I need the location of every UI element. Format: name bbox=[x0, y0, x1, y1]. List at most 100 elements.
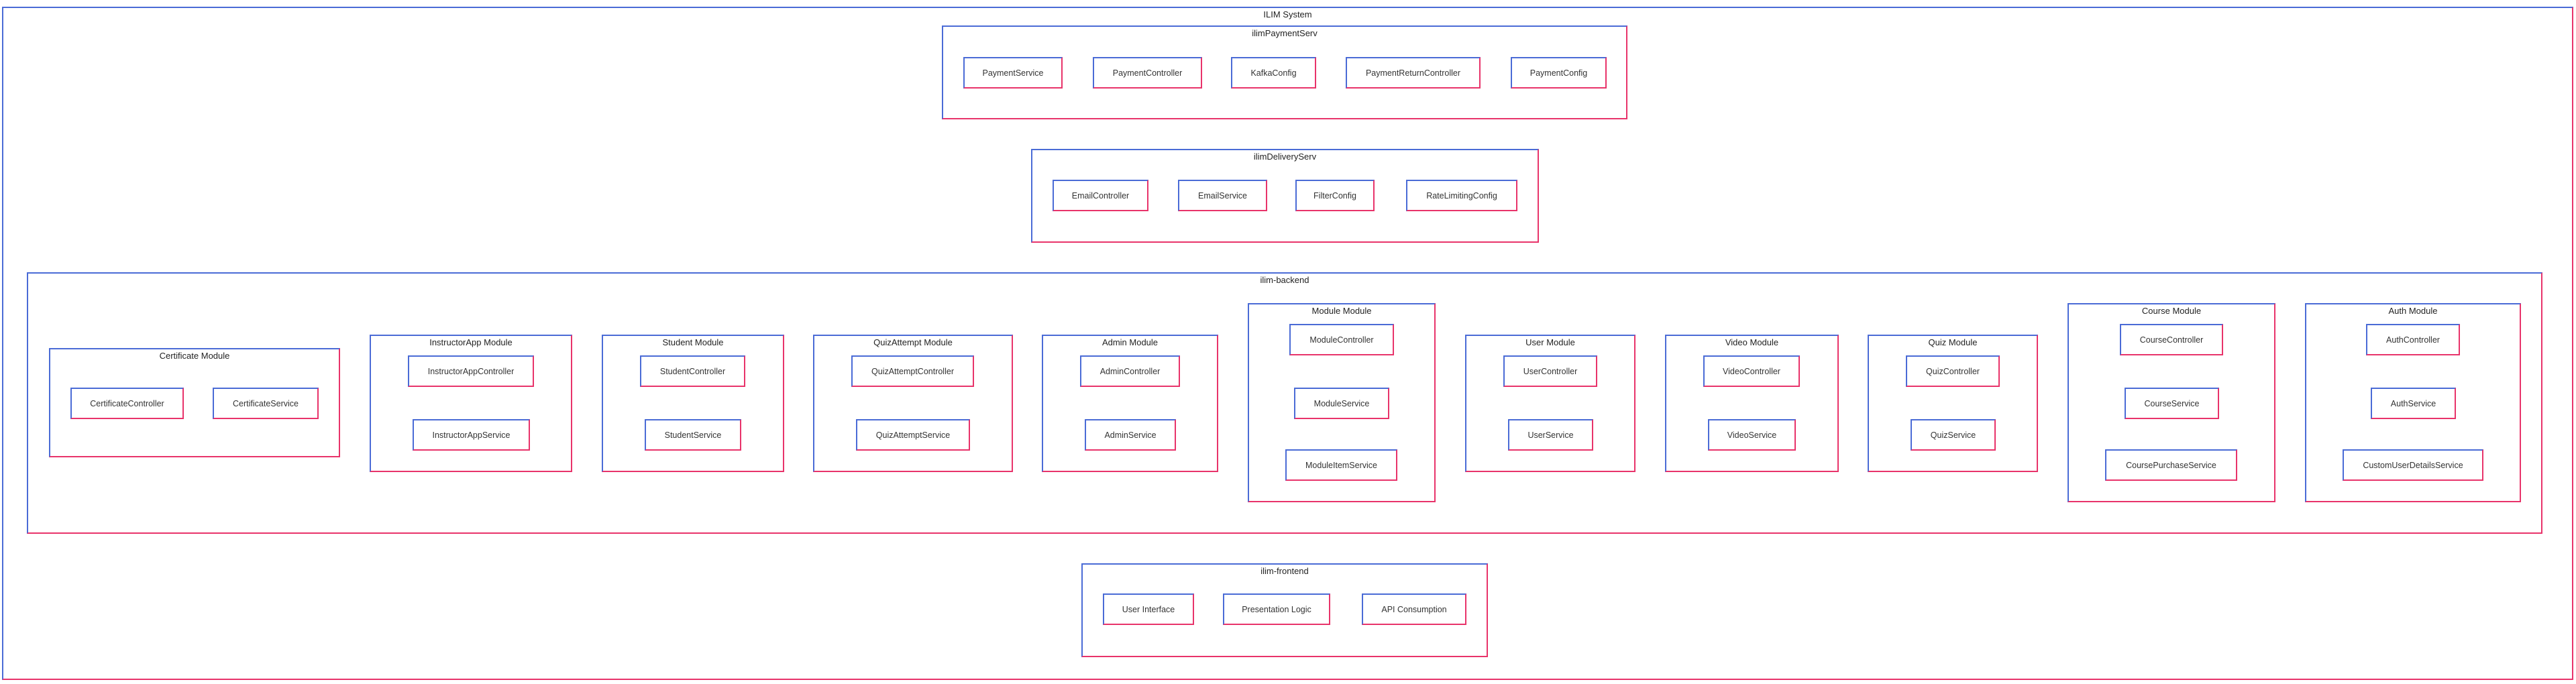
backend-component: StudentController bbox=[640, 355, 745, 387]
component-label: StudentController bbox=[659, 366, 726, 376]
backend-component: InstructorAppService bbox=[413, 419, 530, 451]
delivery-component: EmailController bbox=[1053, 180, 1148, 211]
backend-component: ModuleController bbox=[1289, 324, 1394, 355]
backend-component: UserService bbox=[1508, 419, 1593, 451]
ilim-system-title: ILIM System bbox=[1263, 9, 1312, 19]
course-module: Course Module bbox=[2068, 303, 2275, 502]
student-module: Student Module bbox=[602, 335, 784, 472]
backend-component: QuizService bbox=[1911, 419, 1996, 451]
admin-module: Admin Module bbox=[1042, 335, 1218, 472]
component-label: QuizService bbox=[1930, 430, 1976, 440]
backend-component: CourseController bbox=[2120, 324, 2223, 355]
user-module-title: User Module bbox=[1525, 337, 1575, 347]
payment-service-title: ilimPaymentServ bbox=[1252, 28, 1318, 38]
component-label: CourseService bbox=[2144, 398, 2200, 408]
payment-component: PaymentReturnController bbox=[1346, 57, 1481, 89]
certificate-module-title: Certificate Module bbox=[159, 351, 230, 361]
backend-component: AuthController bbox=[2366, 324, 2460, 355]
quizattempt-module-title: QuizAttempt Module bbox=[873, 337, 953, 347]
component-label: PaymentController bbox=[1112, 68, 1183, 78]
component-label: InstructorAppService bbox=[432, 430, 511, 440]
auth-module: Auth Module bbox=[2305, 303, 2521, 502]
video-module: Video Module bbox=[1665, 335, 1839, 472]
component-label: PaymentService bbox=[982, 68, 1044, 78]
instructorapp-module: InstructorApp Module bbox=[370, 335, 572, 472]
course-module-title: Course Module bbox=[2141, 306, 2202, 316]
module-module-title: Module Module bbox=[1311, 306, 1372, 316]
component-label: VideoController bbox=[1723, 366, 1780, 376]
component-label: InstructorAppController bbox=[427, 366, 515, 376]
backend-component: CourseService bbox=[2125, 388, 2219, 419]
backend-component: CustomUserDetailsService bbox=[2343, 449, 2483, 481]
component-label: QuizController bbox=[1926, 366, 1980, 376]
payment-service-group: ilimPaymentServ bbox=[942, 25, 1627, 119]
video-module-title: Video Module bbox=[1725, 337, 1779, 347]
frontend-group: ilim-frontend bbox=[1081, 563, 1488, 657]
component-label: PaymentConfig bbox=[1529, 68, 1588, 78]
component-label: QuizAttemptService bbox=[875, 430, 951, 440]
component-label: EmailService bbox=[1198, 190, 1247, 201]
component-label: UserController bbox=[1523, 366, 1578, 376]
admin-module-title: Admin Module bbox=[1102, 337, 1159, 347]
certificate-module: Certificate Module bbox=[49, 348, 340, 457]
component-label: AdminService bbox=[1104, 430, 1157, 440]
component-label: ModuleService bbox=[1313, 398, 1370, 408]
quizattempt-module: QuizAttempt Module bbox=[813, 335, 1013, 472]
delivery-component: RateLimitingConfig bbox=[1406, 180, 1517, 211]
backend-component: AuthService bbox=[2371, 388, 2456, 419]
component-label: CustomUserDetailsService bbox=[2363, 460, 2463, 470]
component-label: AuthController bbox=[2386, 335, 2440, 345]
component-label: CertificateService bbox=[233, 398, 299, 408]
backend-component: VideoService bbox=[1708, 419, 1796, 451]
student-module-title: Student Module bbox=[662, 337, 724, 347]
backend-component: CoursePurchaseService bbox=[2105, 449, 2237, 481]
backend-component: StudentService bbox=[645, 419, 741, 451]
backend-title: ilim-backend bbox=[1260, 275, 1309, 285]
module-module: Module Module bbox=[1248, 303, 1436, 502]
component-label: StudentService bbox=[664, 430, 722, 440]
component-label: CertificateController bbox=[90, 398, 164, 408]
auth-module-title: Auth Module bbox=[2388, 306, 2438, 316]
backend-group: ilim-backend bbox=[27, 272, 2542, 534]
frontend-component: API Consumption bbox=[1362, 593, 1466, 625]
frontend-component: User Interface bbox=[1103, 593, 1194, 625]
component-label: ModuleItemService bbox=[1305, 460, 1377, 470]
payment-component: PaymentConfig bbox=[1511, 57, 1607, 89]
backend-component: CertificateService bbox=[213, 388, 319, 419]
instructorapp-module-title: InstructorApp Module bbox=[429, 337, 513, 347]
backend-component: ModuleItemService bbox=[1285, 449, 1397, 481]
component-label: QuizAttemptController bbox=[871, 366, 954, 376]
component-label: AdminController bbox=[1099, 366, 1161, 376]
delivery-component: FilterConfig bbox=[1295, 180, 1375, 211]
backend-component: VideoController bbox=[1703, 355, 1800, 387]
component-label: FilterConfig bbox=[1313, 190, 1356, 201]
component-label: UserService bbox=[1527, 430, 1574, 440]
component-label: Presentation Logic bbox=[1242, 604, 1311, 614]
payment-component: KafkaConfig bbox=[1231, 57, 1316, 89]
component-label: PaymentReturnController bbox=[1365, 68, 1461, 78]
frontend-component: Presentation Logic bbox=[1223, 593, 1330, 625]
component-label: KafkaConfig bbox=[1250, 68, 1297, 78]
delivery-component: EmailService bbox=[1178, 180, 1267, 211]
component-label: AuthService bbox=[2390, 398, 2436, 408]
frontend-title: ilim-frontend bbox=[1260, 566, 1309, 576]
backend-component: AdminController bbox=[1080, 355, 1180, 387]
component-label: EmailController bbox=[1071, 190, 1130, 201]
backend-component: QuizAttemptController bbox=[851, 355, 974, 387]
payment-component: PaymentService bbox=[963, 57, 1063, 89]
backend-component: CertificateController bbox=[70, 388, 184, 419]
quiz-module-title: Quiz Module bbox=[1928, 337, 1978, 347]
component-label: RateLimitingConfig bbox=[1426, 190, 1497, 201]
backend-component: QuizController bbox=[1906, 355, 2000, 387]
backend-component: ModuleService bbox=[1294, 388, 1389, 419]
delivery-service-title: ilimDeliveryServ bbox=[1253, 152, 1317, 162]
component-label: User Interface bbox=[1122, 604, 1175, 614]
component-label: CourseController bbox=[2139, 335, 2204, 345]
delivery-service-group: ilimDeliveryServ bbox=[1031, 149, 1539, 243]
quiz-module: Quiz Module bbox=[1868, 335, 2038, 472]
payment-component: PaymentController bbox=[1093, 57, 1202, 89]
backend-component: QuizAttemptService bbox=[856, 419, 970, 451]
component-label: ModuleController bbox=[1309, 335, 1374, 345]
component-label: CoursePurchaseService bbox=[2126, 460, 2216, 470]
component-label: API Consumption bbox=[1381, 604, 1447, 614]
